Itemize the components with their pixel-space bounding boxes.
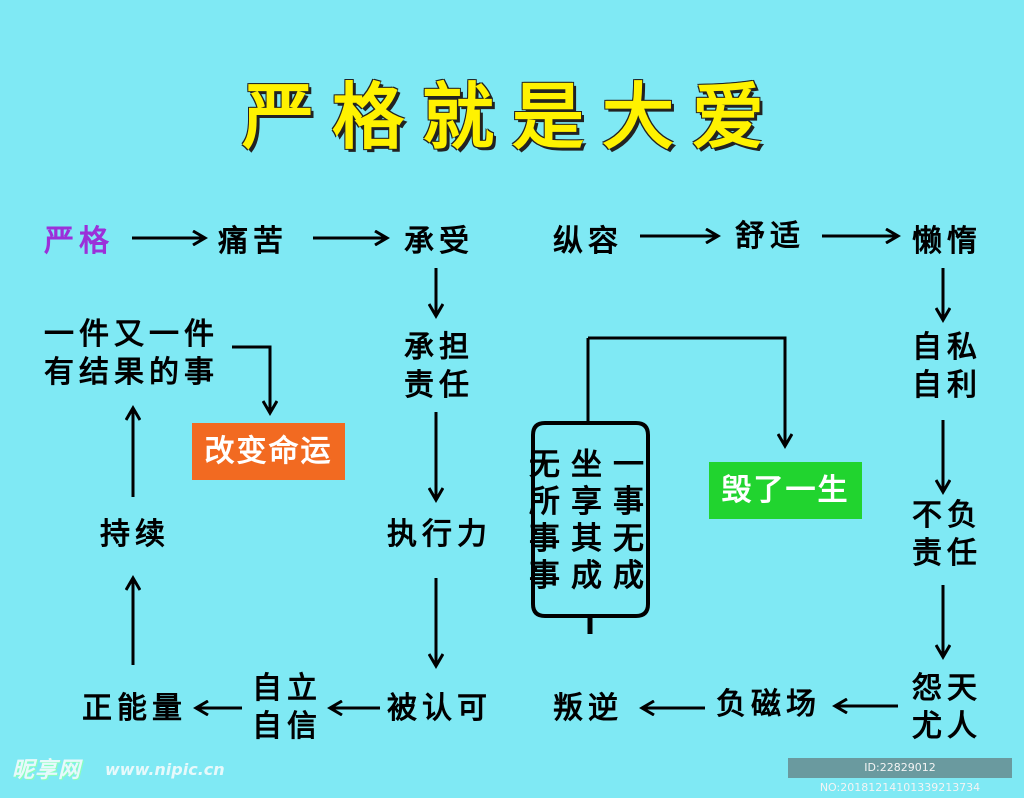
node-accomplishments: 一件又一件 有结果的事: [44, 316, 219, 392]
node-self-reliance-line2: 自信: [252, 709, 322, 744]
node-negative-field: 负磁场: [716, 687, 821, 722]
node-take-responsibility-line1: 承担: [404, 330, 474, 365]
diagram-title: 严格就是大爱: [241, 75, 782, 159]
node-positive-energy: 正能量: [82, 691, 187, 726]
results-bracket: [531, 421, 650, 618]
node-take-responsibility: 承担 责任: [404, 329, 474, 405]
result-column-achieve-nothing: 一事无成: [613, 447, 649, 594]
watermark-url: www.nipic.cn: [105, 760, 225, 779]
node-complain-line1: 怨天: [912, 671, 982, 706]
node-irresponsible-line2: 责任: [912, 536, 982, 571]
node-execution: 执行力: [387, 517, 492, 552]
node-take-responsibility-line2: 责任: [404, 368, 474, 403]
node-self-reliance-line1: 自立: [252, 671, 322, 706]
node-endure: 承受: [404, 224, 474, 259]
node-self-reliance: 自立 自信: [252, 670, 322, 746]
node-recognized: 被认可: [387, 691, 492, 726]
node-strict: 严格: [44, 224, 114, 259]
outcome-ruin-life: 毁了一生: [709, 462, 862, 519]
watermark-id: ID:22829012 NO:20181214101339213734: [788, 758, 1012, 794]
outcome-change-destiny: 改变命运: [192, 423, 345, 480]
node-irresponsible-line1: 不负: [912, 498, 982, 533]
node-comfort: 舒适: [735, 219, 805, 254]
node-laziness: 懒惰: [912, 224, 982, 259]
node-persist: 持续: [100, 517, 170, 552]
result-column-freeload: 坐享其成: [571, 447, 607, 594]
node-selfish-line2: 自利: [912, 368, 982, 403]
node-pain: 痛苦: [218, 224, 288, 259]
watermark-logo: 昵享网: [12, 758, 82, 783]
node-accomplishments-line2: 有结果的事: [44, 355, 219, 390]
node-selfish: 自私 自利: [912, 329, 982, 405]
node-selfish-line1: 自私: [912, 330, 982, 365]
node-complain-line2: 尤人: [912, 709, 982, 744]
arrow-accomplishments-to-outcome: [232, 345, 270, 413]
node-irresponsible: 不负 责任: [912, 497, 982, 573]
node-complain: 怨天 尤人: [912, 670, 982, 746]
arrow-results-to-outcome: [588, 336, 785, 446]
node-accomplishments-line1: 一件又一件: [44, 317, 219, 352]
node-rebellion: 叛逆: [553, 691, 623, 726]
node-indulge: 纵容: [553, 224, 623, 259]
